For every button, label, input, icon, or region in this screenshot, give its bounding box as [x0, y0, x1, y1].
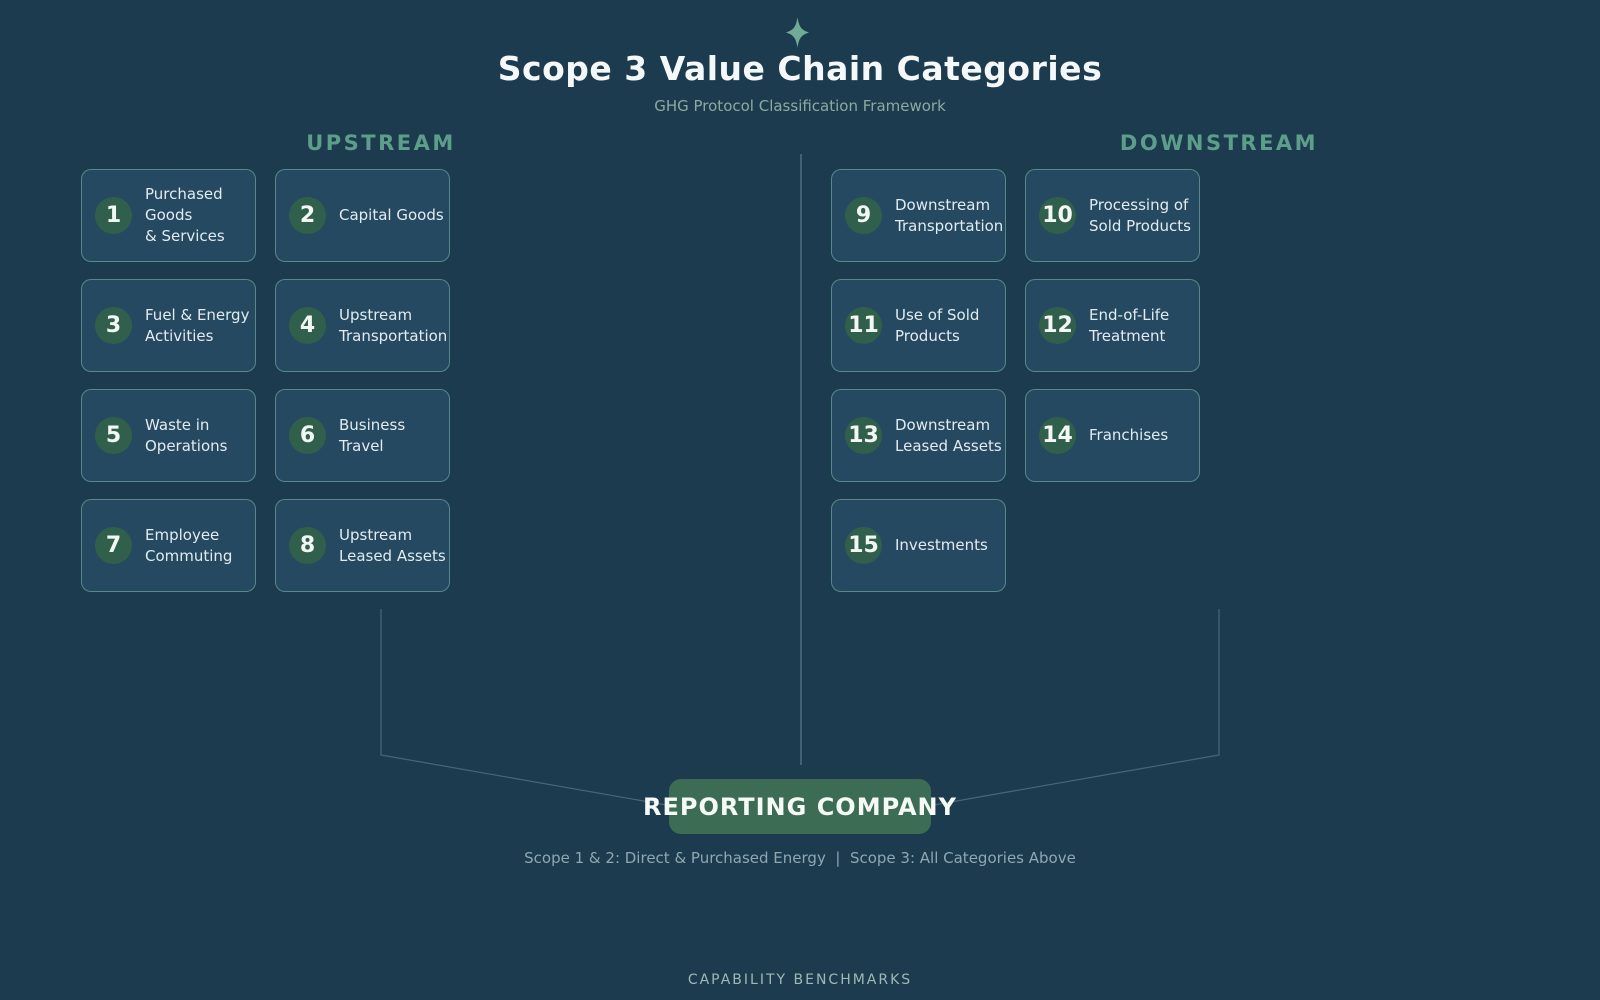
downstream-grid: 9 Downstream Transportation 10 Processin… — [831, 169, 1200, 592]
downstream-connector-line — [927, 609, 1220, 807]
reporting-company-label: REPORTING COMPANY — [642, 792, 958, 821]
category-label: End-of-Life Treatment — [1089, 305, 1170, 345]
category-label: Processing of Sold Products — [1089, 195, 1191, 235]
category-card-5: 5 Waste in Operations — [81, 389, 256, 482]
category-label: Fuel & Energy Activities — [145, 305, 250, 345]
category-number-badge: 7 — [95, 527, 132, 564]
downstream-section-header: DOWNSTREAM — [1119, 131, 1319, 155]
page-subtitle: GHG Protocol Classification Framework — [654, 97, 946, 115]
category-card-15: 15 Investments — [831, 499, 1006, 592]
category-card-3: 3 Fuel & Energy Activities — [81, 279, 256, 372]
category-label: Business Travel — [339, 415, 406, 455]
upstream-section-header: UPSTREAM — [306, 131, 456, 155]
category-card-11: 11 Use of Sold Products — [831, 279, 1006, 372]
upstream-grid: 1 Purchased Goods & Services 2 Capital G… — [81, 169, 450, 592]
category-card-1: 1 Purchased Goods & Services — [81, 169, 256, 262]
category-card-9: 9 Downstream Transportation — [831, 169, 1006, 262]
category-number-badge: 11 — [845, 307, 882, 344]
capability-benchmarks-label: CAPABILITY BENCHMARKS — [687, 972, 913, 988]
category-label: Downstream Transportation — [895, 195, 1004, 235]
category-card-2: 2 Capital Goods — [275, 169, 450, 262]
category-number-badge: 2 — [289, 197, 326, 234]
category-card-4: 4 Upstream Transportation — [275, 279, 450, 372]
category-card-14: 14 Franchises — [1025, 389, 1200, 482]
category-label: Franchises — [1089, 426, 1169, 444]
category-card-8: 8 Upstream Leased Assets — [275, 499, 450, 592]
category-number-badge: 6 — [289, 417, 326, 454]
category-number-badge: 5 — [95, 417, 132, 454]
category-label: Upstream Leased Assets — [339, 525, 446, 565]
category-number-badge: 1 — [95, 197, 132, 234]
category-number-badge: 13 — [845, 417, 882, 454]
category-label: Upstream Transportation — [339, 305, 448, 345]
category-number-badge: 9 — [845, 197, 882, 234]
scopes-caption: Scope 1 & 2: Direct & Purchased Energy |… — [524, 849, 1076, 867]
category-number-badge: 10 — [1039, 197, 1076, 234]
category-label: Use of Sold Products — [895, 305, 980, 345]
category-number-badge: 8 — [289, 527, 326, 564]
category-number-badge: 12 — [1039, 307, 1076, 344]
category-label: Capital Goods — [339, 206, 444, 224]
category-label: Employee Commuting — [145, 525, 233, 565]
category-card-6: 6 Business Travel — [275, 389, 450, 482]
upstream-connector-line — [380, 609, 673, 807]
category-card-12: 12 End-of-Life Treatment — [1025, 279, 1200, 372]
category-label: Purchased Goods & Services — [145, 185, 225, 245]
category-card-10: 10 Processing of Sold Products — [1025, 169, 1200, 262]
sparkle-icon — [786, 17, 809, 48]
category-card-7: 7 Employee Commuting — [81, 499, 256, 592]
category-label: Waste in Operations — [145, 415, 228, 455]
category-card-13: 13 Downstream Leased Assets — [831, 389, 1006, 482]
category-number-badge: 14 — [1039, 417, 1076, 454]
page-title: Scope 3 Value Chain Categories — [497, 49, 1103, 88]
category-label: Downstream Leased Assets — [895, 415, 1002, 455]
reporting-company-box: REPORTING COMPANY — [643, 779, 956, 834]
category-number-badge: 4 — [289, 307, 326, 344]
category-label: Investments — [895, 536, 988, 554]
category-number-badge: 3 — [95, 307, 132, 344]
category-number-badge: 15 — [845, 527, 882, 564]
